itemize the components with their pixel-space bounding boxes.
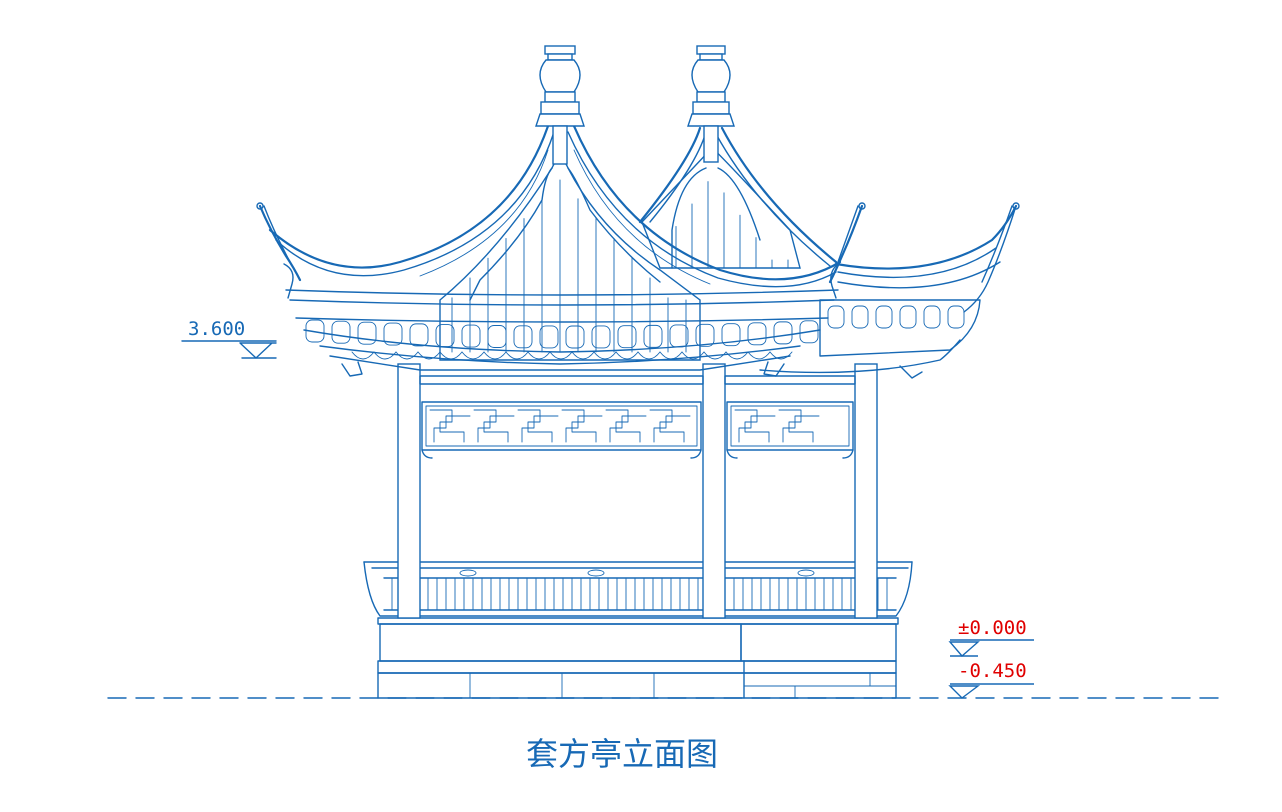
- pavilion-base: [377, 617, 899, 699]
- rear-roof: [638, 45, 1020, 379]
- level-label-ground: ±0.000: [958, 617, 1027, 639]
- level-label-roof: 3.600: [188, 318, 245, 340]
- columns: [397, 363, 878, 619]
- level-marker-roof: 3.600: [181, 318, 277, 359]
- level-marker-base: -0.450: [948, 660, 1034, 699]
- lattice-frieze: [419, 375, 856, 459]
- level-label-base: -0.450: [958, 660, 1027, 682]
- drawing-title: 套方亭立面图: [526, 735, 718, 773]
- railing: [363, 561, 913, 617]
- level-marker-ground: ±0.000: [948, 617, 1034, 657]
- front-roof: [256, 45, 866, 377]
